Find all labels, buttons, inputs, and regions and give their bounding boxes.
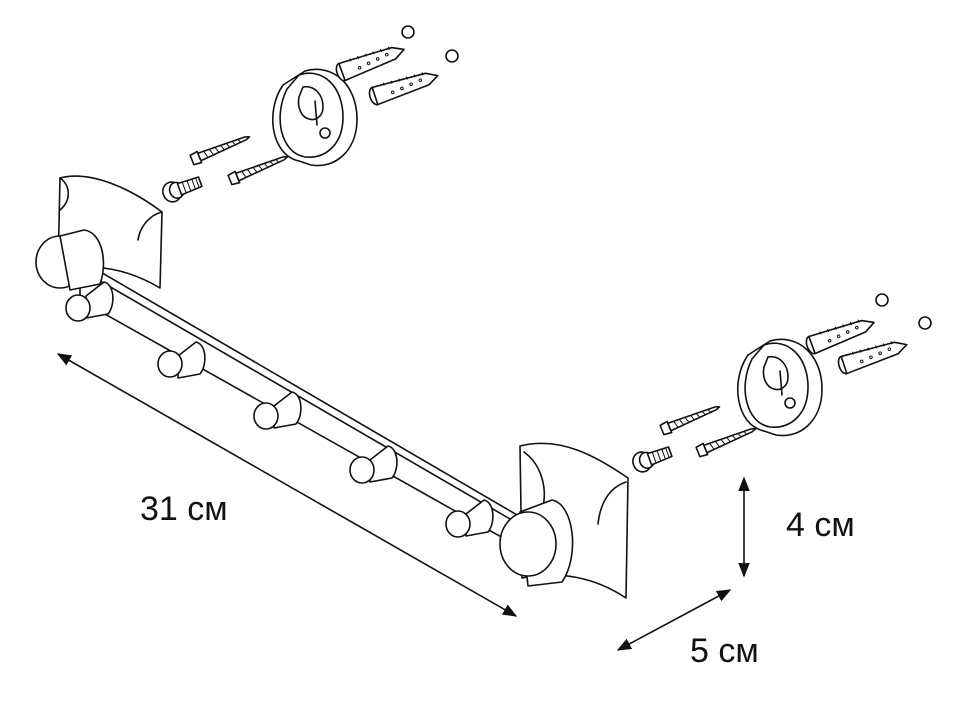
screw-left-upper: [188, 130, 253, 167]
height-label: 4 см: [786, 506, 855, 544]
length-dimension-line: [56, 353, 518, 617]
screw-right-upper: [658, 400, 723, 437]
plug-cap-right-2: [918, 316, 932, 330]
bolt-left: [159, 171, 205, 206]
depth-label: 5 см: [690, 632, 759, 670]
hook-rail: [35, 175, 629, 599]
wall-plug-right-lower: [835, 334, 911, 376]
mounting-plate-right: [736, 338, 823, 437]
wall-plug-left-lower: [366, 65, 442, 107]
hook-1: [65, 281, 114, 322]
plug-cap-right-1: [875, 293, 889, 307]
plug-cap-left-1: [401, 25, 415, 39]
mounting-plate-left: [271, 68, 358, 167]
screw-right-lower: [694, 422, 759, 459]
depth-dimension-line: [616, 589, 732, 651]
plug-cap-left-2: [445, 49, 459, 63]
length-label: 31 см: [140, 490, 228, 528]
screw-left-lower: [226, 150, 291, 187]
wall-plug-right-upper: [803, 312, 878, 356]
bolt-right: [629, 441, 675, 476]
wall-plug-left-upper: [333, 39, 408, 83]
